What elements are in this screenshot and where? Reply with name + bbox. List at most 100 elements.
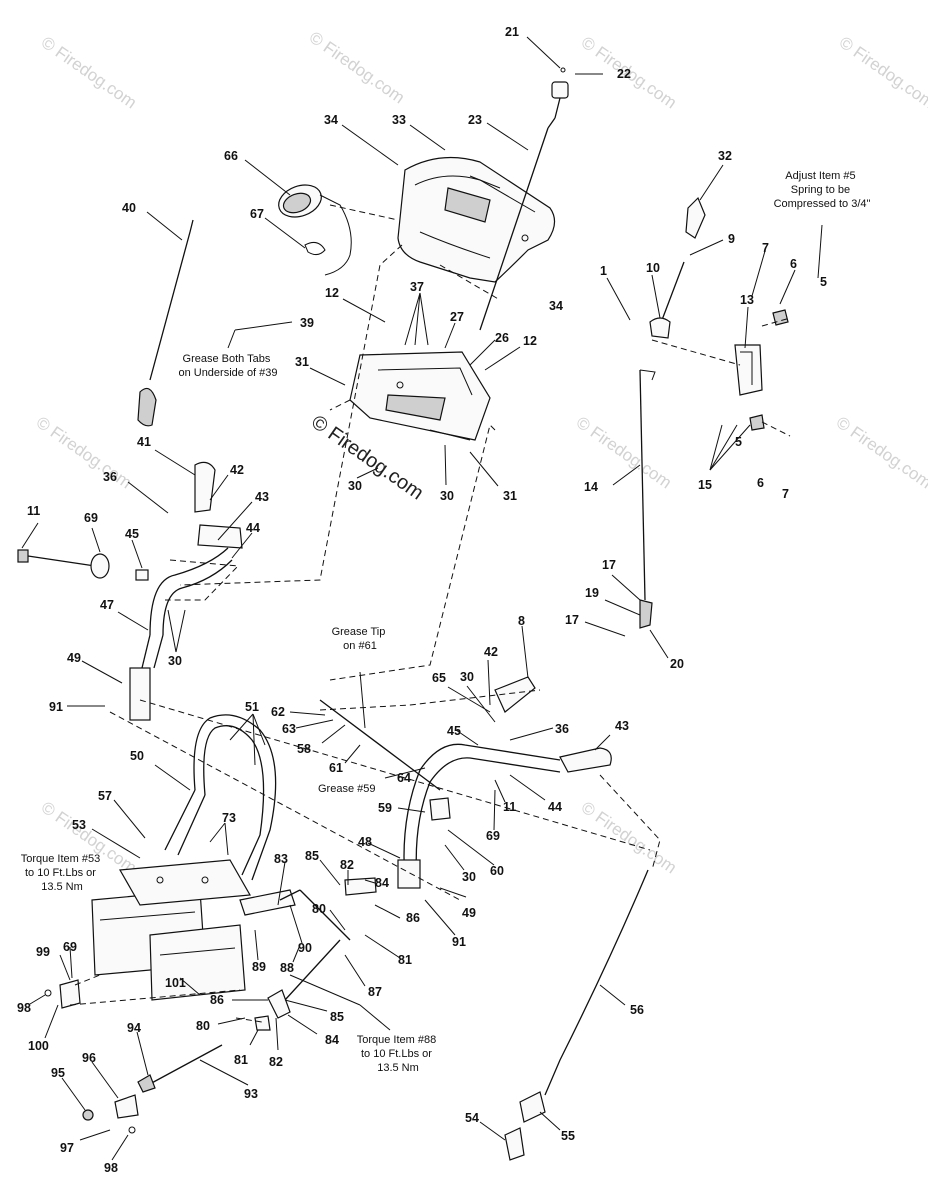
callout-8: 8 (518, 614, 525, 628)
callout-69: 69 (84, 511, 98, 525)
callout-60: 60 (490, 864, 504, 878)
callout-90: 90 (298, 941, 312, 955)
callout-44: 44 (246, 521, 260, 535)
callout-10: 10 (646, 261, 660, 275)
callout-43: 43 (615, 719, 629, 733)
callout-40: 40 (122, 201, 136, 215)
watermark: © Firedog.com (38, 798, 140, 878)
callout-36: 36 (555, 722, 569, 736)
callout-17: 17 (602, 558, 616, 572)
callout-49: 49 (462, 906, 476, 920)
callout-19: 19 (585, 586, 599, 600)
callout-59: 59 (378, 801, 392, 815)
watermarks: © Firedog.com © Firedog.com © Firedog.co… (33, 28, 928, 878)
cable-part (504, 869, 649, 1161)
console-part (397, 156, 556, 283)
callout-20: 20 (670, 657, 684, 671)
callout-5: 5 (820, 275, 827, 289)
callout-39: 39 (300, 316, 314, 330)
callout-21: 21 (505, 25, 519, 39)
callout-31: 31 (295, 355, 309, 369)
callout-56: 56 (630, 1003, 644, 1017)
callout-86: 86 (406, 911, 420, 925)
callout-91: 91 (452, 935, 466, 949)
callout-36: 36 (103, 470, 117, 484)
callout-23: 23 (468, 113, 482, 127)
callout-42: 42 (230, 463, 244, 477)
callout-58: 58 (297, 742, 311, 756)
callout-37: 37 (410, 280, 424, 294)
notes: Adjust Item #5 Spring to be Compressed t… (21, 170, 871, 1074)
callout-63: 63 (282, 722, 296, 736)
callout-30: 30 (348, 479, 362, 493)
callout-15: 15 (698, 478, 712, 492)
callout-55: 55 (561, 1129, 575, 1143)
callout-1: 1 (600, 264, 607, 278)
linkage-part (239, 877, 377, 1031)
callout-47: 47 (100, 598, 114, 612)
parts-drawing (17, 36, 823, 1161)
callout-67: 67 (250, 207, 264, 221)
dipstick-part (137, 219, 194, 427)
callout-99: 99 (36, 945, 50, 959)
note-grease-tabs-39: Grease Both Tabs on Underside of #39 (178, 353, 277, 379)
callout-65: 65 (432, 671, 446, 685)
callout-26: 26 (495, 331, 509, 345)
right-handle-part (319, 676, 612, 889)
callout-83: 83 (274, 852, 288, 866)
callout-32: 32 (718, 149, 732, 163)
callout-14: 14 (584, 480, 598, 494)
callout-numbers: 21 22 23 33 34 34 66 67 40 32 9 1 10 7 6… (17, 25, 827, 1175)
callout-17: 17 (565, 613, 579, 627)
callout-84: 84 (375, 876, 389, 890)
shift-assembly-part (639, 196, 789, 629)
callout-94: 94 (127, 1021, 141, 1035)
callout-91: 91 (49, 700, 63, 714)
callout-42: 42 (484, 645, 498, 659)
watermark: © Firedog.com (33, 413, 135, 493)
callout-93: 93 (244, 1087, 258, 1101)
callout-80: 80 (312, 902, 326, 916)
callout-95: 95 (51, 1066, 65, 1080)
callout-73: 73 (222, 811, 236, 825)
callout-96: 96 (82, 1051, 96, 1065)
callout-49: 49 (67, 651, 81, 665)
callout-86: 86 (210, 993, 224, 1007)
note-torque-item-53: Torque Item #53 to 10 Ft.Lbs or 13.5 Nm (21, 853, 104, 893)
left-handle-part (17, 461, 243, 721)
callout-48: 48 (358, 835, 372, 849)
callout-62: 62 (271, 705, 285, 719)
callout-81: 81 (398, 953, 412, 967)
callout-66: 66 (224, 149, 238, 163)
callout-45: 45 (447, 724, 461, 738)
watermark: © Firedog.com (306, 28, 408, 108)
callout-100: 100 (28, 1039, 49, 1053)
watermark: © Firedog.com (836, 33, 928, 113)
callout-98: 98 (17, 1001, 31, 1015)
callout-69: 69 (486, 829, 500, 843)
note-grease-59: Grease #59 (318, 783, 375, 795)
note-adjust-item-5: Adjust Item #5 Spring to be Compressed t… (774, 170, 871, 210)
callout-31: 31 (503, 489, 517, 503)
leader-lines (21, 36, 823, 1161)
frame-part (91, 859, 251, 1001)
callout-87: 87 (368, 985, 382, 999)
callout-54: 54 (465, 1111, 479, 1125)
callout-101: 101 (165, 976, 186, 990)
callout-12: 12 (523, 334, 537, 348)
callout-82: 82 (340, 858, 354, 872)
headlight-part (278, 184, 352, 276)
callout-11: 11 (27, 504, 40, 518)
callout-41: 41 (137, 435, 151, 449)
callout-43: 43 (255, 490, 269, 504)
watermark: © Firedog.com (38, 33, 140, 113)
watermark: © Firedog.com (578, 798, 680, 878)
callout-30: 30 (460, 670, 474, 684)
callout-44: 44 (548, 800, 562, 814)
lower-rod-part (44, 979, 223, 1134)
callout-69: 69 (63, 940, 77, 954)
panel-part (349, 351, 491, 441)
crank-rod-part (479, 67, 569, 331)
callout-12: 12 (325, 286, 339, 300)
callout-98: 98 (104, 1161, 118, 1175)
